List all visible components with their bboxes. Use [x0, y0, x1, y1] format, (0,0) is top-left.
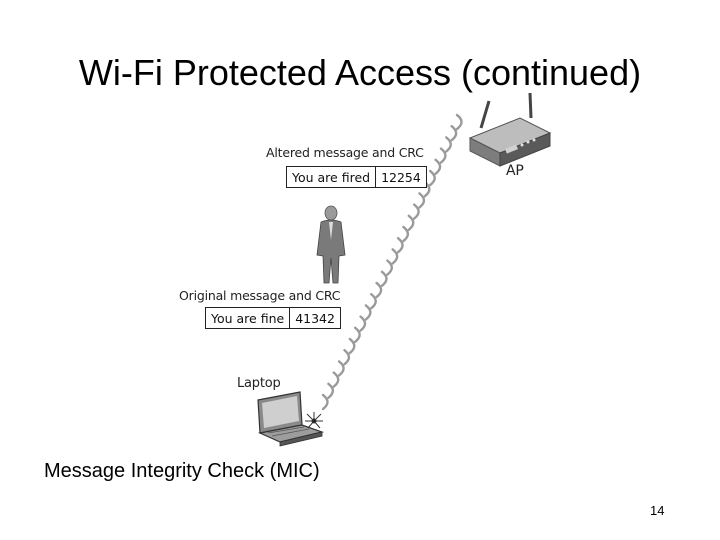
signal-arc-icon	[370, 293, 377, 310]
signal-arc-icon	[412, 203, 420, 220]
signal-arc-icon	[380, 270, 388, 287]
person-icon	[316, 205, 346, 284]
altered-message-box: You are fired 12254	[286, 166, 427, 188]
original-message-box: You are fine 41342	[205, 307, 341, 329]
original-crc-value: 41342	[295, 310, 335, 326]
signal-arc-icon	[359, 315, 367, 332]
signal-arc-icon	[450, 125, 458, 142]
signal-arc-icon	[391, 248, 399, 265]
signal-arc-icon	[321, 393, 329, 411]
altered-message-label: Altered message and CRC	[266, 145, 424, 160]
signal-arc-icon	[332, 371, 340, 388]
signal-arc-icon	[337, 360, 345, 377]
signal-wave-group	[321, 113, 463, 411]
signal-arc-icon	[439, 147, 447, 164]
ap-label: AP	[506, 163, 524, 179]
signal-arc-icon	[396, 237, 404, 254]
signal-arc-icon	[418, 192, 426, 209]
page-number: 14	[650, 503, 665, 518]
signal-arc-icon	[343, 349, 351, 366]
altered-crc-value: 12254	[381, 169, 421, 185]
signal-arc-icon	[455, 113, 463, 131]
slide-title: Wi-Fi Protected Access (continued)	[78, 52, 642, 93]
signal-arc-icon	[429, 169, 436, 187]
signal-burst-icon	[305, 412, 323, 429]
signal-arc-icon	[364, 304, 372, 321]
signal-arc-icon	[434, 158, 442, 175]
laptop-icon	[257, 391, 325, 447]
signal-arc-icon	[348, 337, 356, 355]
signal-arc-icon	[386, 259, 394, 276]
laptop-label: Laptop	[237, 376, 281, 391]
slide-caption: Message Integrity Check (MIC)	[44, 460, 320, 482]
router-icon	[468, 92, 552, 167]
signal-arc-icon	[327, 382, 335, 399]
original-message-label: Original message and CRC	[179, 288, 341, 303]
signal-arc-icon	[375, 281, 383, 299]
signal-arc-icon	[407, 214, 415, 231]
signal-arc-icon	[402, 225, 410, 243]
signal-arc-icon	[353, 326, 361, 343]
altered-message-text: You are fired	[287, 167, 377, 187]
original-message-text: You are fine	[206, 308, 291, 328]
signal-arc-icon	[445, 136, 452, 153]
